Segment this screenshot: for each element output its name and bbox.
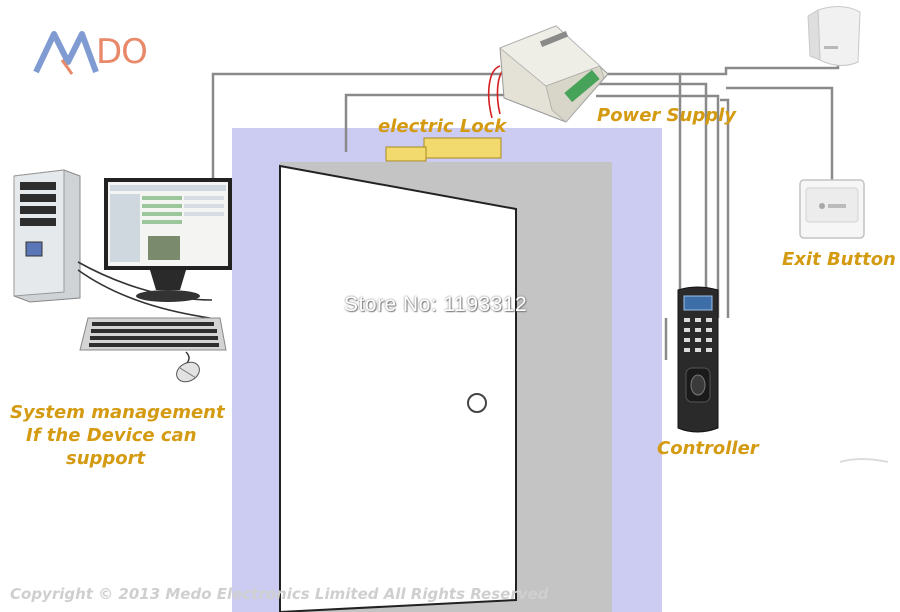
- electric-lock: [385, 137, 502, 162]
- label-system-if-device: If the Device can: [26, 425, 197, 446]
- label-electric-lock: electric Lock: [378, 116, 507, 137]
- label-controller: Controller: [657, 438, 759, 459]
- medo-logo-mark: [33, 31, 99, 75]
- power-supply-box: [499, 25, 609, 123]
- doorbell: [807, 6, 861, 66]
- medo-logo-text: DO: [96, 32, 148, 72]
- fingerprint-controller: [677, 286, 719, 433]
- computer-cables: [77, 261, 213, 319]
- computer-monitor: [104, 178, 232, 302]
- store-watermark: Store No: 1193312: [344, 293, 528, 316]
- edge-remnant: [839, 458, 889, 463]
- keyboard: [79, 317, 227, 351]
- door-knob: [467, 393, 487, 413]
- mouse: [176, 351, 200, 383]
- wiring: [211, 52, 840, 360]
- copyright-notice: Copyright © 2013 Medo Electronics Limite…: [10, 585, 549, 603]
- exit-button-device: [799, 179, 865, 239]
- label-power-supply: Power Supply: [597, 105, 736, 126]
- door-frame: [232, 128, 662, 612]
- label-exit-button: Exit Button: [782, 249, 896, 270]
- label-system-support: support: [66, 448, 146, 469]
- computer-tower: [13, 169, 81, 303]
- door-panel: [279, 164, 517, 612]
- label-system-management: System management: [10, 402, 225, 423]
